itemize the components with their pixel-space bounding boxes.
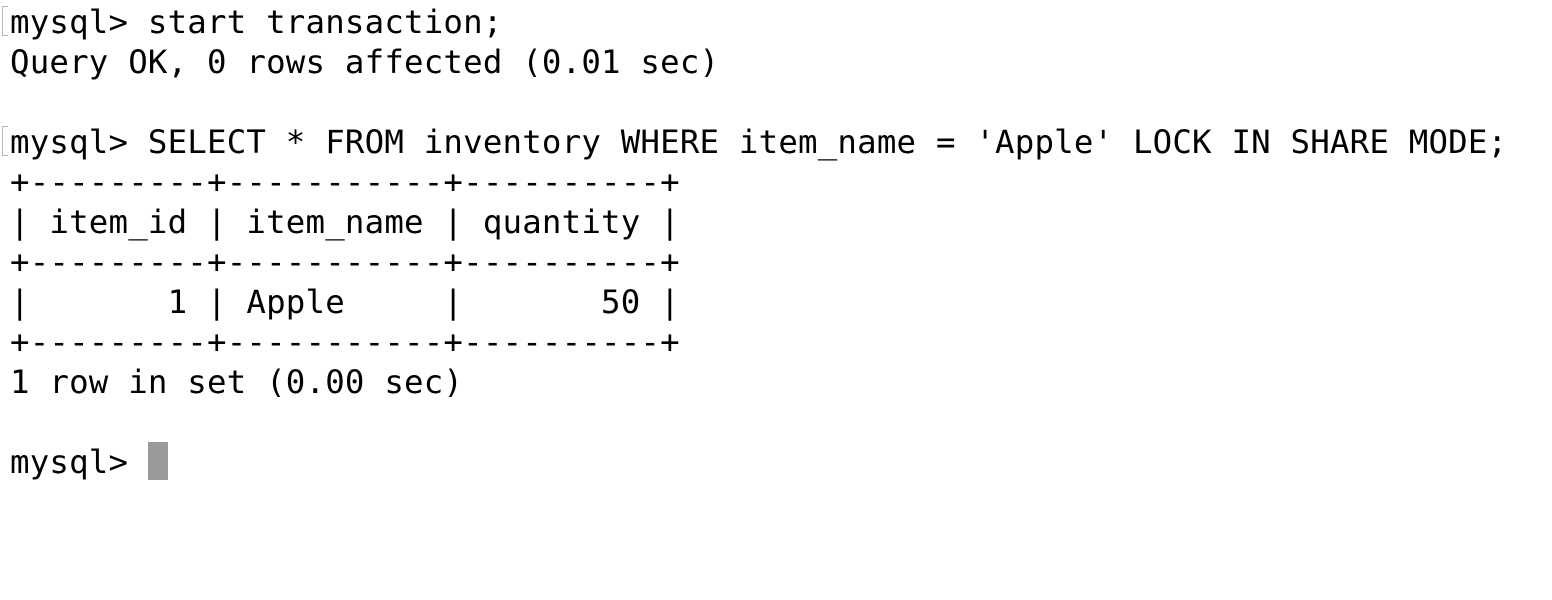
command-line: mysql> SELECT * FROM inventory WHERE ite…	[10, 123, 1508, 161]
table-header-row: | item_id | item_name | quantity |	[10, 203, 680, 241]
table-border-line: +---------+-----------+----------+	[10, 243, 680, 281]
table-border-line: +---------+-----------+----------+	[10, 323, 680, 361]
prompt-line[interactable]: mysql>	[10, 442, 168, 482]
command-mark-icon	[2, 6, 8, 36]
command-mark-icon	[2, 126, 8, 156]
table-border-line: +---------+-----------+----------+	[10, 163, 680, 201]
command-line: mysql> start transaction;	[10, 3, 503, 41]
prompt-text: mysql>	[10, 443, 148, 481]
table-row: | 1 | Apple | 50 |	[10, 283, 680, 321]
text-cursor	[147, 442, 168, 480]
terminal-window[interactable]: mysql> start transaction; Query OK, 0 ro…	[0, 0, 1552, 490]
output-line: 1 row in set (0.00 sec)	[10, 363, 464, 401]
output-line: Query OK, 0 rows affected (0.01 sec)	[10, 43, 720, 81]
